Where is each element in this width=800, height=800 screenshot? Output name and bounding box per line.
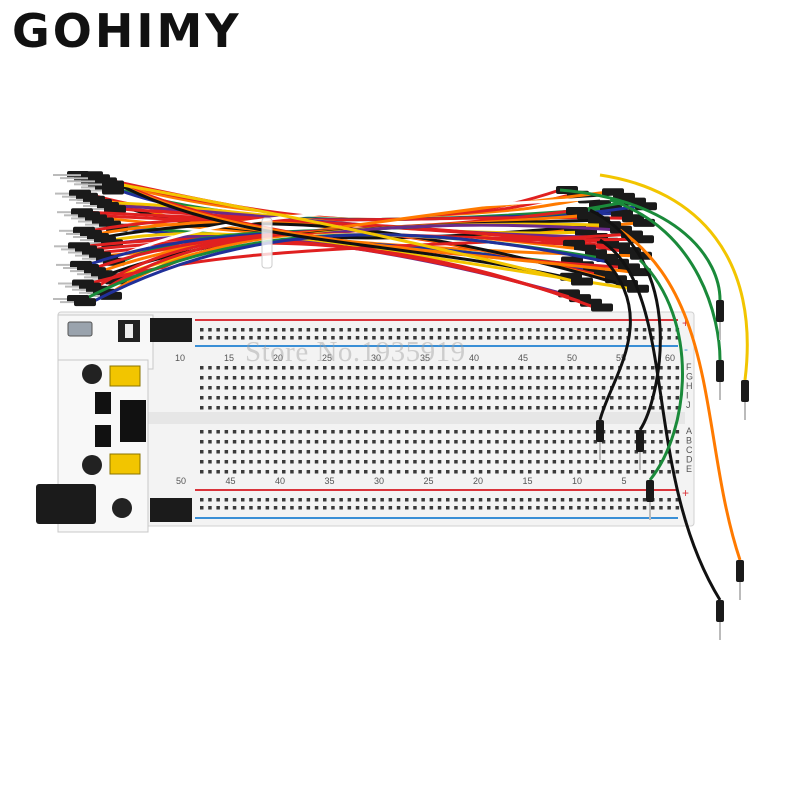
- row-letter: E: [686, 464, 692, 474]
- wire-connector: [102, 180, 124, 189]
- column-number: 45: [226, 476, 236, 486]
- jumper-wire: [589, 208, 662, 431]
- column-number: 60: [665, 353, 675, 363]
- capacitor-top: [82, 364, 102, 384]
- column-numbers-top: 10 15 20 25 30 35 40 45 50 55 60: [175, 353, 675, 363]
- jumper-yellow-top: [109, 365, 141, 387]
- row-letter: H: [686, 381, 693, 391]
- row-letter: C: [686, 445, 693, 455]
- jumper-wire: [112, 180, 565, 279]
- brand-logo: GOHIMY: [12, 4, 242, 58]
- row-letter: B: [686, 436, 692, 446]
- jumper-wire: [609, 198, 722, 361]
- wire-connector: [741, 380, 749, 402]
- column-number: 10: [572, 476, 582, 486]
- row-letter: J: [686, 400, 691, 410]
- regulator-1: [95, 392, 111, 414]
- column-number: 15: [523, 476, 533, 486]
- wire-connector: [716, 600, 724, 622]
- wire-connector: [646, 480, 654, 502]
- dc-barrel-jack: [36, 484, 96, 524]
- cable-tie: [261, 217, 273, 269]
- column-number: 35: [420, 353, 430, 363]
- jumper-yellow-bottom: [109, 453, 141, 475]
- breadboard-holes: [200, 328, 680, 510]
- rail-plus-top: +: [682, 316, 689, 330]
- wire-connector: [716, 360, 724, 382]
- jumper-wire: [111, 232, 632, 291]
- column-number: 40: [275, 476, 285, 486]
- wire-connector: [632, 235, 654, 244]
- power-module: [36, 314, 192, 533]
- column-number: 30: [371, 353, 381, 363]
- capacitor-jack: [112, 498, 132, 518]
- pins-bottom-right: [150, 498, 192, 522]
- wire-connector: [104, 205, 126, 214]
- column-number: 25: [322, 353, 332, 363]
- column-number: 10: [175, 353, 185, 363]
- column-number: 35: [325, 476, 335, 486]
- rail-plus-bottom: +: [682, 486, 689, 500]
- store-watermark: Store No.1935919: [245, 336, 466, 368]
- column-number: 55: [616, 353, 626, 363]
- wire-connector: [596, 420, 604, 442]
- column-number: 20: [273, 353, 283, 363]
- usb-port: [67, 321, 93, 337]
- pin-header: [120, 400, 146, 442]
- jumper-wire: [638, 258, 684, 481]
- row-letter: D: [686, 455, 693, 465]
- wire-connector: [74, 298, 96, 307]
- jumper-wire: [113, 195, 618, 261]
- jumper-wire: [598, 258, 632, 421]
- row-letter: I: [686, 391, 689, 401]
- jumper-wire: [559, 188, 722, 301]
- capacitor-bottom: [82, 455, 102, 475]
- column-number: 45: [518, 353, 528, 363]
- column-numbers-bottom: 50 45 40 35 30 25 20 15 10 5: [176, 476, 627, 486]
- pins-top-right: [150, 318, 192, 342]
- column-number: 15: [224, 353, 234, 363]
- column-number: 25: [424, 476, 434, 486]
- jumper-wire: [119, 183, 576, 283]
- jumper-wire: [105, 176, 634, 274]
- wire-connector: [736, 560, 744, 582]
- column-number: 5: [622, 476, 627, 486]
- wire-connector: [571, 277, 593, 286]
- center-groove: [140, 412, 685, 424]
- column-number: 40: [469, 353, 479, 363]
- jumper-wire: [599, 238, 722, 601]
- row-letter: A: [686, 426, 692, 436]
- jumper-wire: [599, 173, 749, 381]
- wire-connector: [716, 300, 724, 322]
- rail-minus-top: -: [684, 342, 688, 356]
- wire-connector: [636, 430, 644, 452]
- regulator-2: [95, 425, 111, 447]
- row-letter: F: [686, 362, 692, 372]
- column-number: 50: [176, 476, 186, 486]
- jumper-wires: [53, 171, 749, 640]
- wire-connector: [591, 303, 613, 312]
- row-letter: G: [686, 372, 693, 382]
- column-number: 20: [473, 476, 483, 486]
- column-number: 50: [567, 353, 577, 363]
- jumper-wire: [619, 228, 742, 561]
- column-number: 30: [374, 476, 384, 486]
